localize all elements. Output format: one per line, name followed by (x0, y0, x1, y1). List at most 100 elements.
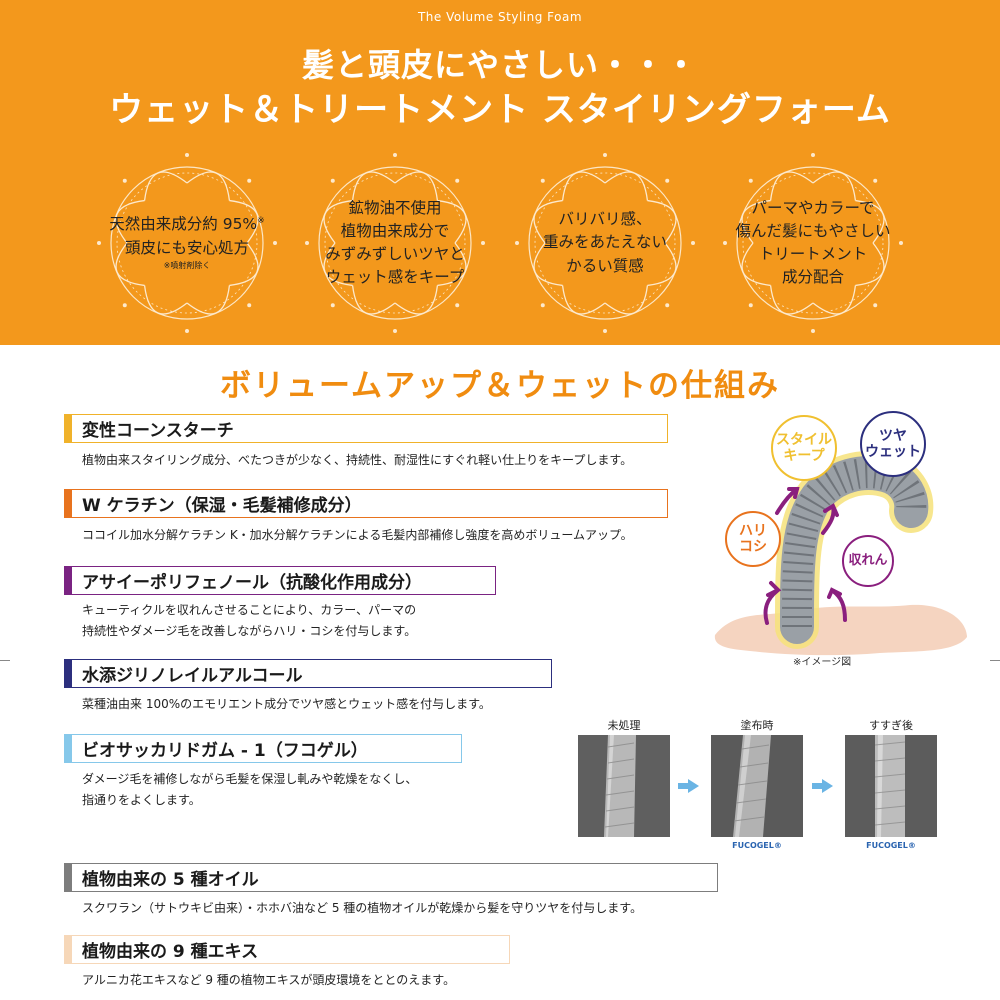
ornament-line (394, 171, 439, 201)
badge-2-line-4: ウェット感をキープ (325, 268, 465, 287)
badge-1-line-1: 天然由来成分約 95% (109, 215, 258, 234)
ingredient-1-desc-line: 植物由来スタイリング成分、べたつきが少なく、持続性、耐湿性にすぐれ軽い仕上りをキ… (82, 453, 633, 467)
arrow-right-icon (688, 779, 699, 793)
ingredient-3-title: アサイーポリフェノール（抗酸化作用成分） (82, 573, 422, 593)
ornament-line (437, 242, 467, 287)
ornament-line (691, 241, 695, 245)
ornament-line (873, 303, 878, 308)
ornament-line (323, 199, 353, 244)
ornament-line (247, 178, 252, 183)
ornament-line (604, 285, 649, 315)
bubble-hari-line-2: コシ (739, 539, 767, 555)
ingredient-title-dilinoleyl: 水添ジリノレイルアルコール (64, 659, 552, 688)
ornament-line (116, 172, 258, 314)
badge-3-line-2: 重みをあたえない (542, 233, 667, 252)
ingredient-5-desc-line-1: ダメージ毛を補修しながら毛髪を保湿し軋みや乾燥をなくし、 (82, 772, 418, 786)
purple-arrow-icon (763, 487, 847, 625)
ornament-line (394, 285, 439, 315)
ingredient-2-description: ココイル加水分解ケラチン K・加水分解ケラチンによる毛髪内部補修し強度を高めボリ… (82, 525, 633, 546)
photo-label-applied: 塗布時 (740, 719, 774, 732)
badge-4-line-2: 傷んだ髪にもやさしい (735, 221, 891, 240)
ingredient-1-description: 植物由来スタイリング成分、べたつきが少なく、持続性、耐湿性にすぐれ軽い仕上りをキ… (82, 450, 632, 471)
ornament-line (185, 329, 189, 333)
ornament-line (393, 153, 397, 157)
badge-1-line-2: 頭皮にも安心処方 (124, 238, 249, 257)
ornament-line (351, 285, 396, 315)
ingredient-5-desc-line-2: 指通りをよくします。 (82, 793, 201, 807)
hair-micrograph-image (711, 735, 803, 837)
ornament-line (741, 242, 771, 287)
headline-line-1: 髪と頭皮にやさしい・・・ (301, 46, 698, 84)
ingredient-6-description: スクワラン（サトウキビ由来）・ホホバ油など 5 種の植物オイルが乾燥から髪を守り… (82, 898, 642, 919)
ingredient-7-title: 植物由来の 9 種エキス (82, 942, 259, 962)
bubble-style-line-2: キープ (783, 448, 825, 464)
arrow-right-icon (812, 783, 822, 789)
ornament-line (769, 171, 814, 201)
ornament-line (122, 303, 127, 308)
arrow-right-icon (678, 783, 688, 789)
ingredient-title-biosaccharide: ビオサッカリドガム - 1（フコゲル） (64, 734, 462, 763)
ornament-line (143, 171, 188, 201)
bubble-astringent: 収れん (842, 535, 894, 587)
ornament-line (247, 303, 252, 308)
ornament-line (186, 285, 231, 315)
ornament-line (736, 166, 890, 320)
ingredient-color-bar (65, 415, 72, 442)
fucogel-logo: FUCOGEL® (732, 841, 782, 850)
badge-4-line-1: パーマやカラーで (751, 198, 875, 217)
crop-mark (990, 660, 1000, 661)
ingredient-4-desc-line: 菜種油由来 100%のエモリエント成分でツヤ感とウェット感を付与します。 (82, 697, 491, 711)
ingredient-7-description: アルニカ花エキスなど 9 種の植物エキスが頭皮環境をととのえます。 (82, 970, 455, 991)
arrow-right-icon (822, 779, 833, 793)
badge-4-line-3: トリートメント (758, 245, 868, 263)
ornament-line (665, 303, 670, 308)
badge-2-line-1: 鉱物油不使用 (348, 198, 442, 217)
ornament-line (324, 172, 466, 314)
ornament-line (855, 242, 885, 287)
feature-badge-mineral-free: 鉱物油不使用 植物由来成分で みずみずしいツヤと ウェット感をキープ (300, 148, 490, 338)
ingredient-4-description: 菜種油由来 100%のエモリエント成分でツヤ感とウェット感を付与します。 (82, 694, 491, 715)
bubble-gloss-line-1: ツヤ (879, 427, 907, 444)
ingredient-title-keratin: W ケラチン（保湿・毛髪補修成分） (64, 489, 668, 518)
ornament-line (115, 242, 145, 287)
image-caption: ※イメージ図 (793, 657, 852, 668)
photo-untreated (578, 735, 670, 837)
photo-rinsed (845, 735, 937, 837)
badge-4-line-4: 成分配合 (781, 268, 844, 287)
ingredient-color-bar (65, 490, 72, 517)
ornament-line (455, 178, 460, 183)
ornament-line (351, 171, 396, 201)
ingredient-title-five-oils: 植物由来の 5 種オイル (64, 863, 718, 892)
ornament-line (665, 178, 670, 183)
hair-micrograph-image (845, 735, 937, 837)
mechanism-section-title: ボリュームアップ＆ウェットの仕組み (219, 368, 781, 404)
bubble-style-line-1: スタイル (776, 431, 832, 448)
ornament-line (229, 242, 259, 287)
ornament-line (97, 241, 101, 245)
ingredient-title-nine-extracts: 植物由来の 9 種エキス (64, 935, 510, 964)
ornament-line (481, 241, 485, 245)
crop-mark (0, 660, 10, 661)
ornament-line (561, 171, 606, 201)
ingredient-3-desc-line-2: 持続性やダメージ毛を改善しながらハリ・コシを付与します。 (82, 624, 417, 638)
hair-strand-illustration (714, 451, 967, 656)
feature-badge-light-texture: バリバリ感、 重みをあたえない かるい質感 (510, 148, 700, 338)
ornament-line (143, 285, 188, 315)
ornament-line (604, 171, 649, 201)
ornament-circle-icon (97, 153, 277, 333)
ingredient-5-description: ダメージ毛を補修しながら毛髪を保湿し軋みや乾燥をなくし、 指通りをよくします。 (82, 769, 417, 811)
ornament-line (122, 178, 127, 183)
ornament-line (769, 285, 814, 315)
feature-badge-treatment: パーマやカラーで 傷んだ髪にもやさしい トリートメント 成分配合 (718, 148, 908, 338)
ornament-line (742, 172, 884, 314)
bubble-gloss-line-2: ウェット (865, 444, 921, 460)
badge-3-line-3: かるい質感 (566, 256, 644, 275)
ornament-line (110, 166, 264, 320)
ornament-line (812, 171, 857, 201)
hair-mechanism-diagram: スタイル キープ ツヤ ウェット ハリ コシ 収れん ※イメージ図 (705, 405, 975, 675)
ornament-line (186, 171, 231, 201)
ingredient-2-desc-line: ココイル加水分解ケラチン K・加水分解ケラチンによる毛髪内部補修し強度を高めボリ… (82, 528, 633, 542)
ingredient-title-corn-starch: 変性コーンスターチ (64, 414, 668, 443)
ingredient-6-title: 植物由来の 5 種オイル (82, 870, 259, 890)
photo-applied (711, 735, 803, 837)
